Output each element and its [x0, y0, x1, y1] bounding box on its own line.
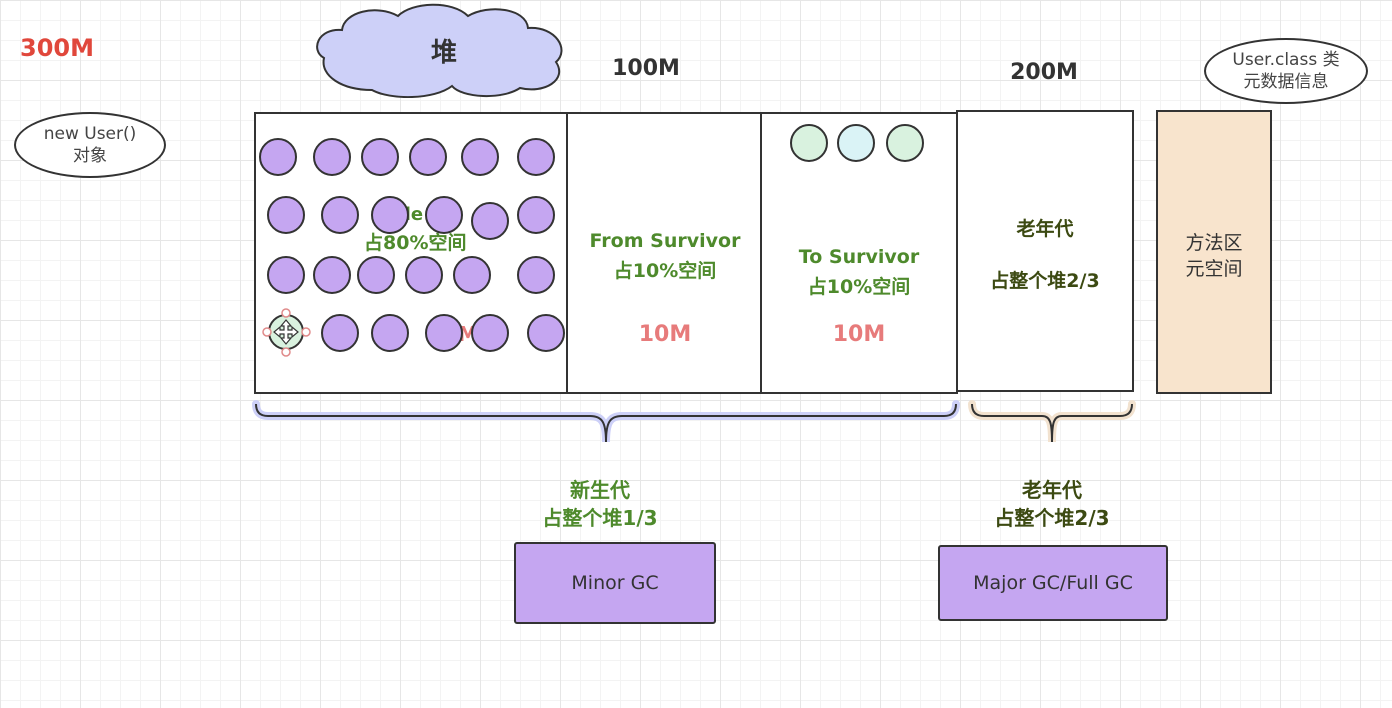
method-area-box	[1156, 110, 1272, 394]
total-size-label: 300M	[20, 34, 94, 62]
old-generation-caption-ratio: 占整个堆2/3	[994, 506, 1110, 530]
minor-gc-box: Minor GC	[514, 542, 716, 624]
object-circle	[357, 256, 395, 294]
young-generation-caption-ratio: 占整个堆1/3	[542, 506, 658, 530]
object-circle	[471, 314, 509, 352]
object-circle	[425, 196, 463, 234]
object-circle	[425, 314, 463, 352]
object-circle	[267, 256, 305, 294]
young-generation-brace	[252, 400, 960, 443]
survivor-object-circle	[790, 124, 828, 162]
method-area-title: 方法区	[1185, 232, 1243, 254]
object-circle	[405, 256, 443, 294]
object-circle	[517, 138, 555, 176]
heap-label: 堆	[430, 38, 457, 68]
to-survivor-size: 10M	[832, 322, 886, 347]
method-area-subtitle: 元空间	[1185, 258, 1243, 280]
young-size-label: 100M	[612, 56, 680, 81]
survivor-object-circle	[837, 124, 875, 162]
old-generation-caption: 老年代	[1022, 478, 1082, 502]
selected-object-move-handle[interactable]	[262, 308, 314, 360]
to-survivor-percent: 占10%空间	[807, 276, 911, 298]
eden-percent-label: 占80%空间	[364, 232, 467, 254]
from-survivor-size: 10M	[638, 322, 692, 347]
young-generation-caption: 新生代	[570, 478, 630, 502]
new-user-object-ellipse: new User() 对象	[14, 112, 166, 178]
object-circle	[321, 196, 359, 234]
object-circle	[371, 196, 409, 234]
object-circle	[461, 138, 499, 176]
object-circle	[471, 202, 509, 240]
object-circle	[409, 138, 447, 176]
object-circle	[259, 138, 297, 176]
object-circle	[313, 138, 351, 176]
from-survivor-title: From Survivor	[589, 230, 741, 252]
old-generation-brace	[968, 400, 1136, 443]
old-generation-box	[956, 110, 1134, 392]
object-circle	[517, 256, 555, 294]
object-circle	[517, 196, 555, 234]
survivor-object-circle	[886, 124, 924, 162]
user-class-metadata-ellipse: User.class 类 元数据信息	[1204, 38, 1368, 104]
old-generation-title: 老年代	[1016, 218, 1074, 240]
to-survivor-title: To Survivor	[798, 246, 920, 268]
object-circle	[321, 314, 359, 352]
from-survivor-percent: 占10%空间	[613, 260, 717, 282]
major-gc-box: Major GC/Full GC	[938, 545, 1168, 621]
from-survivor-box	[566, 112, 764, 394]
object-circle	[313, 256, 351, 294]
object-circle	[453, 256, 491, 294]
object-circle	[527, 314, 565, 352]
heap-cloud	[316, 3, 563, 98]
object-circle	[371, 314, 409, 352]
old-generation-percent: 占整个堆2/3	[990, 270, 1100, 292]
object-circle	[361, 138, 399, 176]
object-circle	[267, 196, 305, 234]
old-size-label: 200M	[1010, 60, 1078, 85]
